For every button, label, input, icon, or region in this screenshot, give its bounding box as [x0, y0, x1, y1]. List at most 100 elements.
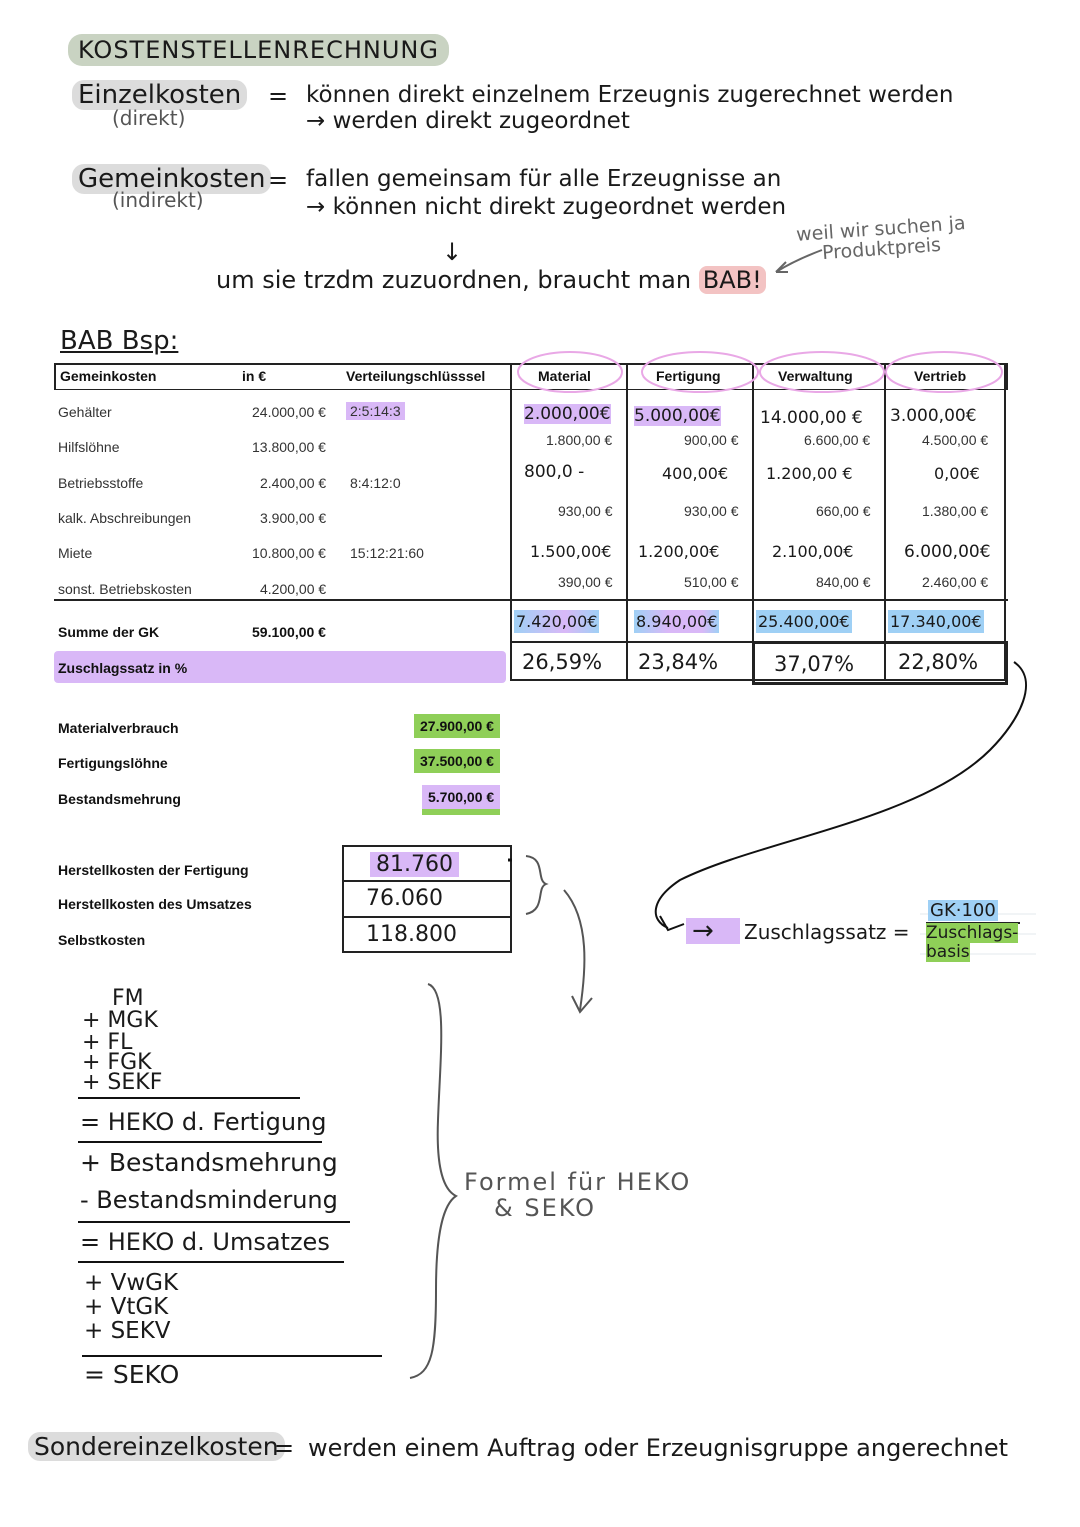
row-fertigung: 400,00€	[662, 464, 729, 483]
scheme-line: + VtGK	[84, 1294, 169, 1320]
scheme-line: + FL	[82, 1030, 133, 1055]
row-vertrieb: 6.000,00€	[904, 542, 991, 562]
row-vertrieb: 2.460,00 €	[922, 574, 989, 590]
row-verwaltung: 6.600,00 €	[804, 432, 871, 448]
row-fertigung: 1.200,00€	[638, 542, 720, 561]
formula-denominator: Zuschlags-basis	[926, 923, 1019, 962]
result-label: Herstellkosten der Fertigung	[58, 862, 249, 878]
row-vertrieb: 1.380,00 €	[922, 503, 989, 519]
basis-label: Materialverbrauch	[58, 720, 179, 736]
result-label: Herstellkosten des Umsatzes	[58, 896, 252, 912]
gemeinkosten-def2: → können nicht direkt zugeordnet werden	[306, 194, 787, 220]
basis-label: Fertigungslöhne	[58, 755, 168, 771]
row-verwaltung: 14.000,00 €	[760, 408, 863, 428]
header-schluessel: Verteilungschlüsssel	[346, 368, 486, 384]
row-amount: 10.800,00 €	[252, 545, 326, 561]
row-name: Gehälter	[58, 404, 112, 420]
scheme-line: + FGK	[82, 1050, 152, 1075]
basis-label: Bestandsmehrung	[58, 791, 181, 807]
row-fertigung: 510,00 €	[684, 574, 739, 590]
basis-value: 37.500,00 €	[414, 749, 500, 773]
row-verwaltung: 840,00 €	[816, 574, 871, 590]
row-amount: 24.000,00 €	[252, 404, 326, 420]
gemeinkosten-sub: (indirekt)	[112, 188, 204, 212]
table-divider	[752, 363, 754, 681]
sondereinzelkosten-term: Sondereinzelkosten	[28, 1432, 285, 1461]
row-material: 2.000,00€	[524, 404, 611, 424]
header-verwaltung: Verwaltung	[778, 368, 853, 384]
row-material: 800,0 -	[524, 462, 585, 482]
row-material: 1.800,00 €	[546, 432, 613, 448]
row-verwaltung: 660,00 €	[816, 503, 871, 519]
table-divider	[54, 599, 1008, 601]
basis-value: 5.700,00 €	[422, 785, 501, 815]
page-title: KOSTENSTELLENRECHNUNG	[68, 34, 449, 66]
row-name: kalk. Abschreibungen	[58, 510, 192, 526]
sum-label: Summe der GK	[58, 624, 160, 640]
bab-table-frame	[54, 363, 1008, 390]
formula-purple-mark	[686, 918, 740, 944]
scheme-line: + VwGK	[84, 1270, 179, 1296]
einzelkosten-def1: können direkt einzelnem Erzeugnis zugere…	[306, 82, 954, 108]
header-circles	[517, 351, 1003, 393]
scheme-line: FM	[112, 986, 144, 1011]
bab-reason-line: um sie trzdm zuzuordnen, braucht man BAB…	[216, 266, 766, 294]
einzelkosten-term: Einzelkosten	[72, 80, 248, 110]
formula-arrow-icon: →	[692, 916, 714, 946]
scheme-note-2: & SEKO	[494, 1194, 597, 1222]
result-value: 118.800	[366, 922, 457, 947]
row-amount: 3.900,00 €	[260, 510, 327, 526]
scheme-bestandsmehrung: + Bestandsmehrung	[80, 1148, 338, 1177]
row-fertigung: 5.000,00€	[634, 406, 721, 426]
row-name: Hilfslöhne	[58, 439, 120, 455]
down-arrow-icon: ↓	[442, 238, 463, 266]
header-in-euro: in €	[242, 368, 267, 384]
basis-value: 27.900,00 €	[414, 714, 500, 738]
row-name: sonst. Betriebskosten	[58, 581, 192, 597]
scheme-bestandsminderung: - Bestandsminderung	[80, 1186, 338, 1214]
rate-row-highlight	[54, 651, 506, 683]
gemeinkosten-eq: =	[268, 166, 289, 194]
rate-material: 26,59%	[522, 650, 603, 674]
einzelkosten-eq: =	[268, 82, 289, 110]
einzelkosten-sub: (direkt)	[112, 106, 186, 130]
formula-lhs: Zuschlagssatz =	[744, 920, 910, 944]
row-key: 2:5:14:3	[346, 402, 405, 420]
header-gemeinkosten: Gemeinkosten	[60, 368, 157, 384]
sum-verwaltung: 25.400,00€	[756, 610, 852, 633]
rate-verwaltung: 37,07%	[774, 652, 855, 676]
row-amount: 13.800,00 €	[252, 439, 326, 455]
scheme-note-1: Formel für HEKO	[464, 1168, 692, 1196]
row-key: 8:4:12:0	[350, 475, 401, 491]
row-amount: 2.400,00 €	[260, 475, 327, 491]
row-name: Miete	[58, 545, 93, 561]
result-value: 81.760	[370, 852, 459, 877]
row-fertigung: 900,00 €	[684, 432, 739, 448]
table-divider	[884, 363, 886, 681]
row-vertrieb: 4.500,00 €	[922, 432, 989, 448]
result-value: 76.060	[366, 886, 443, 911]
scheme-line: + SEKF	[82, 1070, 163, 1095]
row-fertigung: 930,00 €	[684, 503, 739, 519]
table-divider	[510, 363, 512, 681]
sum-fertigung: 8.940,00€	[634, 610, 720, 633]
table-divider	[510, 679, 1006, 681]
bab-example-label: BAB Bsp:	[60, 326, 179, 356]
sum-material: 7.420,00€	[514, 610, 600, 633]
formula-numerator: GK·100	[928, 900, 998, 921]
results-divider	[342, 880, 512, 882]
sondereinzelkosten-eq: =	[274, 1434, 295, 1462]
header-material: Material	[538, 368, 591, 384]
rate-label: Zuschlagssatz in %	[58, 660, 188, 676]
sum-amount: 59.100,00 €	[252, 624, 326, 640]
header-vertrieb: Vertrieb	[914, 368, 967, 384]
einzelkosten-def2: → werden direkt zugeordnet	[306, 108, 630, 134]
gemeinkosten-term: Gemeinkosten	[72, 164, 272, 194]
row-vertrieb: 0,00€	[934, 464, 980, 483]
row-verwaltung: 1.200,00 €	[766, 464, 853, 483]
side-note-arrow-icon	[775, 249, 823, 273]
row-amount: 4.200,00 €	[260, 581, 327, 597]
row-material: 930,00 €	[558, 503, 613, 519]
verwaltung-rate-box	[752, 641, 1008, 685]
